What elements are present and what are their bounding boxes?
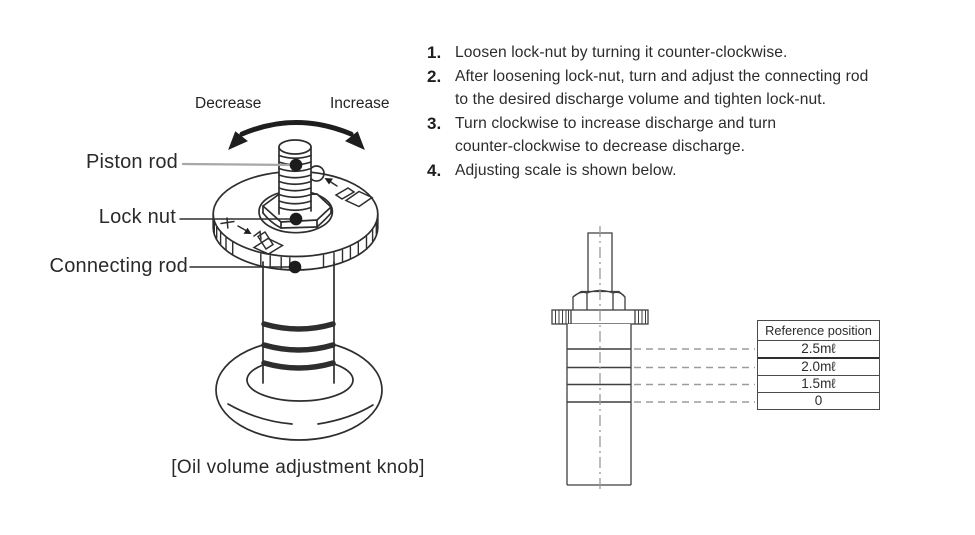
table-header: Reference position [758,321,879,341]
increase-label: Increase [330,95,390,112]
decrease-label: Decrease [195,95,262,112]
table-row: 0 [814,393,823,408]
lock-nut-label: Lock nut [98,206,176,228]
instruction-number: 3. [427,113,442,133]
connecting-rod-label: Connecting rod [49,255,188,277]
table-row: 2.0mℓ [758,359,879,376]
instruction-item: 1. Loosen lock-nut by turning it counter… [427,41,972,65]
rotation-arrow-icon [228,120,365,150]
piston-rod-label: Piston rod [85,151,178,173]
scale-illustration [551,226,755,492]
instruction-text: Adjusting scale is shown below. [455,161,677,179]
scale-body-shape [566,324,632,486]
dashed-leader-lines [634,348,755,403]
scale-nut-shape [572,289,626,310]
instruction-list: 1. Loosen lock-nut by turning it counter… [427,41,972,182]
reference-position-table: Reference position 2.5mℓ 2.0mℓ 1.5mℓ 0 [757,320,880,410]
piston-rod-shape [278,139,312,215]
table-row: 1.5mℓ [758,376,879,393]
instruction-text: Turn clockwise to increase discharge and… [455,114,777,156]
instruction-number: 1. [427,43,442,62]
table-row: 2.5mℓ [758,341,879,359]
instruction-text: Loosen lock-nut by turning it counter-cl… [455,44,788,61]
knob-illustration [179,120,383,441]
knurl-hatches [213,220,377,270]
instruction-item: 2. After loosening lock-nut, turn and ad… [427,65,972,112]
diagram-caption: [Oil volume adjustment knob] [171,457,425,478]
instruction-number: 2. [427,66,442,86]
leader-lines [179,158,303,274]
increase-mark-icon [324,178,374,208]
connecting-rod-stem-shape [261,258,336,384]
instruction-text: After loosening lock-nut, turn and adjus… [455,67,869,109]
instruction-number: 4. [427,160,442,180]
instruction-item: 3. Turn clockwise to increase discharge … [427,112,972,159]
decrease-mark-icon [220,217,285,255]
instruction-item: 4. Adjusting scale is shown below. [427,159,972,183]
